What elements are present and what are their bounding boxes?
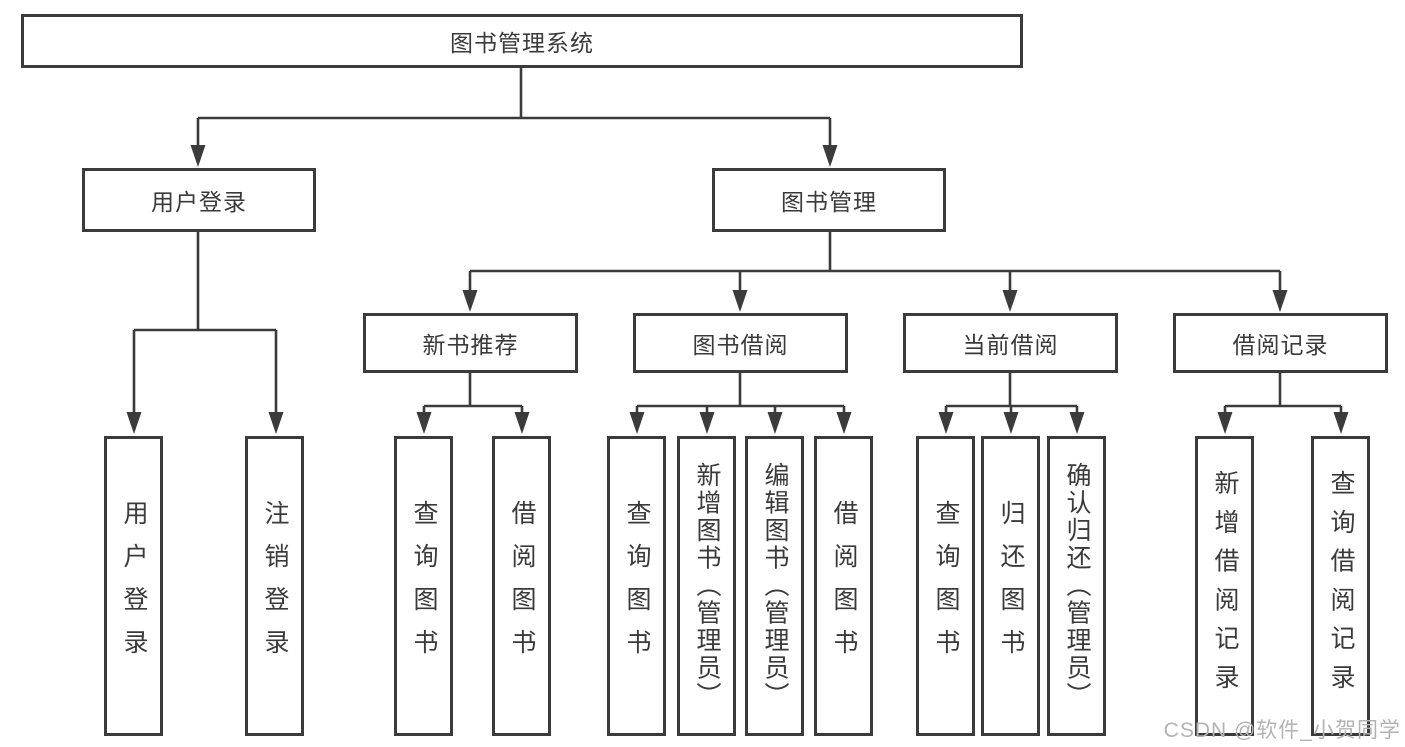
leaf-query-borrow-record: 查询借阅记录 xyxy=(1311,436,1370,736)
leaf-label: 注销登录 xyxy=(261,500,289,672)
node-root: 图书管理系统 xyxy=(21,14,1023,68)
leaf-query-books-1: 查询图书 xyxy=(394,436,453,736)
leaf-return-book: 归还图书 xyxy=(981,436,1040,736)
node-new-book-recommend: 新书推荐 xyxy=(363,313,578,373)
watermark: CSDN @软件_小贺同学 xyxy=(1163,719,1401,742)
leaf-confirm-return-admin: 确认归还（管理员） xyxy=(1047,436,1106,736)
leaf-label: 新增图书（管理员） xyxy=(693,462,721,710)
leaf-label: 确认归还（管理员） xyxy=(1063,462,1091,710)
leaf-label: 借阅图书 xyxy=(830,500,858,672)
leaf-label: 用户登录 xyxy=(120,500,148,672)
leaf-query-books-3: 查询图书 xyxy=(916,436,975,736)
leaf-logout: 注销登录 xyxy=(245,436,304,736)
leaf-add-borrow-record: 新增借阅记录 xyxy=(1195,436,1254,736)
leaf-user-login: 用户登录 xyxy=(104,436,163,736)
leaf-borrow-books-1: 借阅图书 xyxy=(492,436,551,736)
node-book-borrow: 图书借阅 xyxy=(633,313,848,373)
leaf-borrow-books-2: 借阅图书 xyxy=(814,436,873,736)
leaf-edit-book-admin: 编辑图书（管理员） xyxy=(745,436,804,736)
node-current-borrow: 当前借阅 xyxy=(903,313,1118,373)
leaf-label: 查询图书 xyxy=(623,500,651,672)
leaf-label: 查询图书 xyxy=(410,500,438,672)
leaf-label: 借阅图书 xyxy=(508,500,536,672)
leaf-add-book-admin: 新增图书（管理员） xyxy=(677,436,736,736)
leaf-label: 新增借阅记录 xyxy=(1211,469,1239,703)
node-book-management: 图书管理 xyxy=(712,168,946,232)
leaf-query-books-2: 查询图书 xyxy=(607,436,666,736)
node-borrow-records: 借阅记录 xyxy=(1173,313,1388,373)
leaf-label: 查询图书 xyxy=(932,500,960,672)
leaf-label: 编辑图书（管理员） xyxy=(761,462,789,710)
leaf-label: 归还图书 xyxy=(997,500,1025,672)
leaf-label: 查询借阅记录 xyxy=(1327,469,1355,703)
node-user-login: 用户登录 xyxy=(82,168,316,232)
